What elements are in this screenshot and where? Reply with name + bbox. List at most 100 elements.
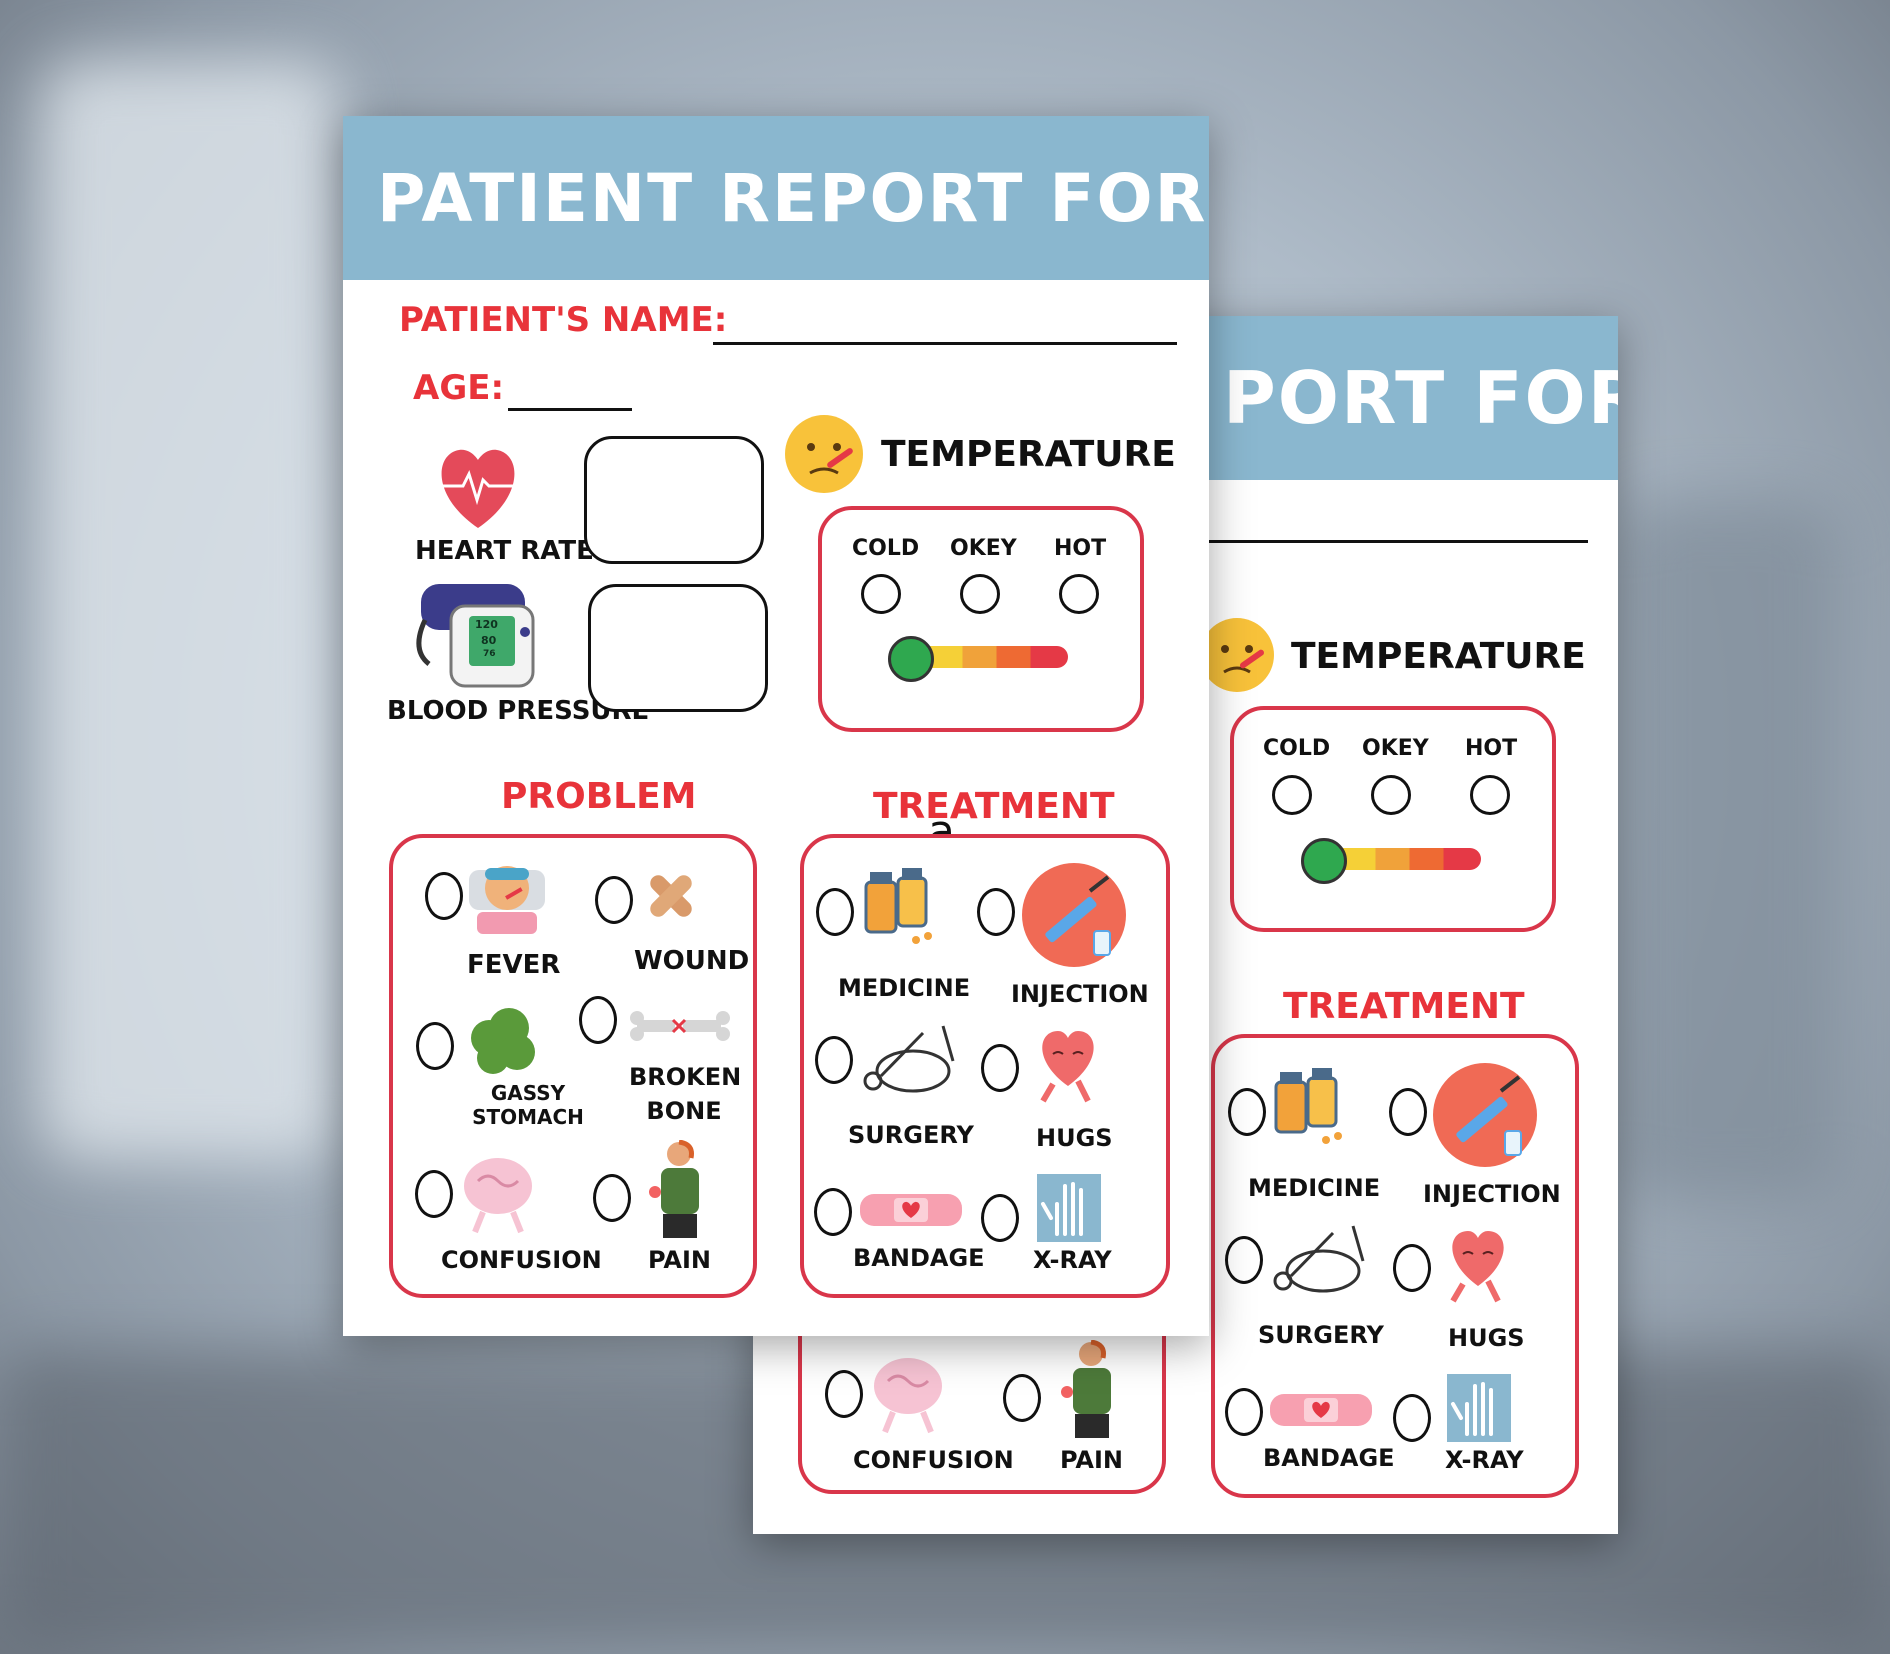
back-pain-person-icon bbox=[1051, 1339, 1121, 1440]
temp-hot-label: HOT bbox=[1054, 536, 1107, 561]
back-hugs-label: HUGS bbox=[1448, 1324, 1525, 1352]
xray-label: X-RAY bbox=[1033, 1246, 1112, 1274]
hugging-heart-icon bbox=[1023, 1016, 1113, 1106]
gas-cloud-icon bbox=[459, 998, 545, 1084]
sick-face-icon bbox=[1198, 616, 1276, 694]
surgery-label: SURGERY bbox=[848, 1121, 974, 1149]
xray-radio[interactable] bbox=[981, 1194, 1019, 1242]
broken-bone-radio[interactable] bbox=[579, 996, 617, 1044]
injection-label: INJECTION bbox=[1011, 980, 1149, 1008]
back-temp-okey-radio[interactable] bbox=[1371, 775, 1411, 815]
heart-rate-icon bbox=[431, 446, 525, 530]
monitor-reading-dia: 80 bbox=[481, 634, 497, 647]
hugs-label: HUGS bbox=[1036, 1124, 1113, 1152]
front-sheet: PATIENT REPORT FORM PATIENT'S NAME: AGE:… bbox=[343, 116, 1209, 1336]
medicine-label: MEDICINE bbox=[838, 974, 971, 1002]
front-banner: PATIENT REPORT FORM bbox=[343, 116, 1209, 280]
temp-cold-radio[interactable] bbox=[861, 574, 901, 614]
bandage-icon bbox=[858, 1192, 964, 1228]
back-title: PORT FORM bbox=[1223, 356, 1618, 440]
age-input[interactable] bbox=[508, 408, 632, 411]
background-window bbox=[40, 60, 340, 1160]
front-title: PATIENT REPORT FORM bbox=[377, 159, 1209, 237]
medicine-radio[interactable] bbox=[816, 888, 854, 936]
fever-label: FEVER bbox=[467, 950, 561, 980]
sick-face-icon bbox=[783, 413, 865, 495]
surgery-radio[interactable] bbox=[815, 1036, 853, 1084]
temp-okey-radio[interactable] bbox=[960, 574, 1000, 614]
background-cabinet bbox=[1620, 500, 1840, 1200]
patient-name-label: PATIENT'S NAME: bbox=[399, 300, 728, 340]
monitor-reading-pulse: 76 bbox=[483, 649, 496, 659]
confusion-label: CONFUSION bbox=[441, 1246, 602, 1274]
back-temp-cold-label: COLD bbox=[1263, 736, 1331, 761]
back-injection-radio[interactable] bbox=[1389, 1088, 1427, 1136]
bandage-label: BANDAGE bbox=[853, 1244, 985, 1272]
wound-bandage-icon bbox=[641, 866, 701, 926]
temp-hot-radio[interactable] bbox=[1059, 574, 1099, 614]
dizzy-brain-icon bbox=[453, 1146, 543, 1234]
blood-pressure-input[interactable] bbox=[588, 584, 768, 712]
pain-radio[interactable] bbox=[593, 1174, 631, 1222]
hugs-radio[interactable] bbox=[981, 1044, 1019, 1092]
back-temp-hot-radio[interactable] bbox=[1470, 775, 1510, 815]
back-temperature-panel bbox=[1230, 706, 1556, 932]
back-temp-cold-radio[interactable] bbox=[1272, 775, 1312, 815]
injection-radio[interactable] bbox=[977, 888, 1015, 936]
back-pain-label: PAIN bbox=[1060, 1446, 1123, 1474]
monitor-reading-sys: 120 bbox=[475, 618, 498, 631]
thermometer-bulb bbox=[888, 636, 934, 682]
heart-rate-label: HEART RATE bbox=[415, 536, 594, 566]
patient-name-input[interactable] bbox=[713, 342, 1177, 345]
back-pain-radio[interactable] bbox=[1003, 1374, 1041, 1422]
problem-label: PROBLEM bbox=[501, 776, 697, 817]
medicine-bottles-icon bbox=[858, 864, 940, 946]
broken-bone-label: BROKEN BONE bbox=[629, 1063, 742, 1125]
back-thermometer-bar bbox=[1311, 848, 1481, 870]
back-confusion-radio[interactable] bbox=[825, 1370, 863, 1418]
back-temperature-label: TEMPERATURE bbox=[1291, 636, 1586, 677]
syringe-icon bbox=[1431, 1061, 1539, 1169]
fever-patient-icon bbox=[463, 850, 551, 936]
back-xray-radio[interactable] bbox=[1393, 1394, 1431, 1442]
back-medicine-radio[interactable] bbox=[1228, 1088, 1266, 1136]
hugging-heart-icon bbox=[1433, 1216, 1523, 1306]
wound-label: WOUND bbox=[634, 946, 750, 976]
back-bandage-label: BANDAGE bbox=[1263, 1444, 1395, 1472]
gassy-stomach-radio[interactable] bbox=[416, 1022, 454, 1070]
back-xray-label: X-RAY bbox=[1445, 1446, 1524, 1474]
surgery-tools-icon bbox=[853, 1021, 963, 1099]
dizzy-brain-icon bbox=[863, 1346, 953, 1434]
confusion-radio[interactable] bbox=[415, 1170, 453, 1218]
bandage-radio[interactable] bbox=[814, 1188, 852, 1236]
back-surgery-label: SURGERY bbox=[1258, 1321, 1384, 1349]
thermometer-bar bbox=[898, 646, 1068, 668]
age-label: AGE: bbox=[413, 368, 505, 408]
back-hugs-radio[interactable] bbox=[1393, 1244, 1431, 1292]
blood-pressure-monitor-icon: 120 80 76 bbox=[411, 580, 541, 690]
back-temp-okey-label: OKEY bbox=[1362, 736, 1429, 761]
back-surgery-radio[interactable] bbox=[1225, 1236, 1263, 1284]
syringe-icon bbox=[1020, 861, 1128, 969]
heart-rate-input[interactable] bbox=[584, 436, 764, 564]
temperature-label: TEMPERATURE bbox=[881, 434, 1176, 475]
back-thermometer-bulb bbox=[1301, 838, 1347, 884]
back-injection-label: INJECTION bbox=[1423, 1180, 1561, 1208]
temperature-panel bbox=[818, 506, 1144, 732]
surgery-tools-icon bbox=[1263, 1221, 1373, 1299]
wound-radio[interactable] bbox=[595, 876, 633, 924]
temp-okey-label: OKEY bbox=[950, 536, 1017, 561]
back-treatment-label: TREATMENT bbox=[1283, 986, 1525, 1027]
medicine-bottles-icon bbox=[1268, 1064, 1350, 1146]
back-name-line bbox=[1203, 540, 1588, 543]
back-pain-person-icon bbox=[639, 1139, 709, 1240]
bandage-icon bbox=[1268, 1392, 1374, 1428]
broken-bone-icon bbox=[629, 1006, 731, 1046]
temp-cold-label: COLD bbox=[852, 536, 920, 561]
pain-label: PAIN bbox=[648, 1246, 711, 1274]
back-medicine-label: MEDICINE bbox=[1248, 1174, 1381, 1202]
back-temp-hot-label: HOT bbox=[1465, 736, 1518, 761]
treatment-label: TREATMENT bbox=[873, 786, 1115, 827]
back-bandage-radio[interactable] bbox=[1225, 1388, 1263, 1436]
fever-radio[interactable] bbox=[425, 872, 463, 920]
